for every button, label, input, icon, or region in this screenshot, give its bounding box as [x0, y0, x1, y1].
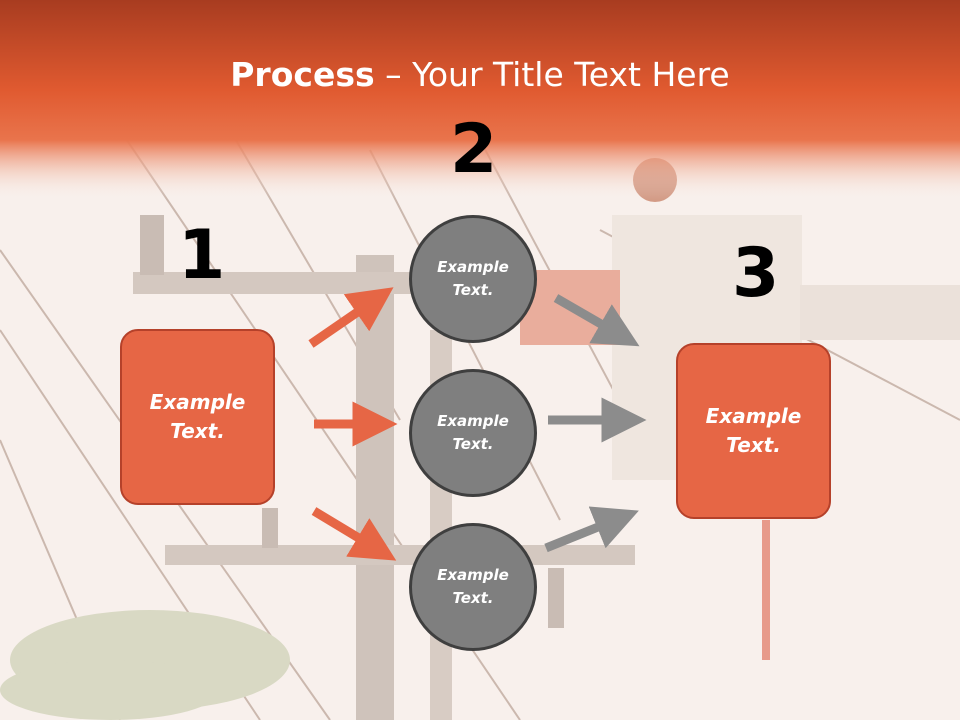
arrow-right-top — [553, 294, 640, 347]
step-number-3: 3 — [732, 234, 780, 313]
title-rest: – Your Title Text Here — [374, 55, 730, 94]
circle-middle: Example Text. — [409, 369, 537, 497]
step-1-box: Example Text. — [120, 329, 275, 505]
step-1-text: Example Text. — [149, 390, 246, 443]
arrow-left-bottom — [311, 507, 397, 561]
step-3-box: Example Text. — [676, 343, 831, 519]
title-bold: Process — [230, 55, 375, 94]
slide-title: Process – Your Title Text Here — [0, 55, 960, 94]
circle-middle-text: Example Text. — [437, 412, 509, 453]
arrow-right-bottom — [544, 506, 639, 553]
arrow-left-top — [308, 287, 394, 348]
circle-bottom-text: Example Text. — [437, 566, 509, 607]
step-number-1: 1 — [178, 216, 226, 295]
circle-top: Example Text. — [409, 215, 537, 343]
circle-top-text: Example Text. — [437, 258, 509, 299]
step-3-text: Example Text. — [705, 404, 802, 457]
circle-bottom: Example Text. — [409, 523, 537, 651]
step-number-2: 2 — [450, 110, 498, 189]
